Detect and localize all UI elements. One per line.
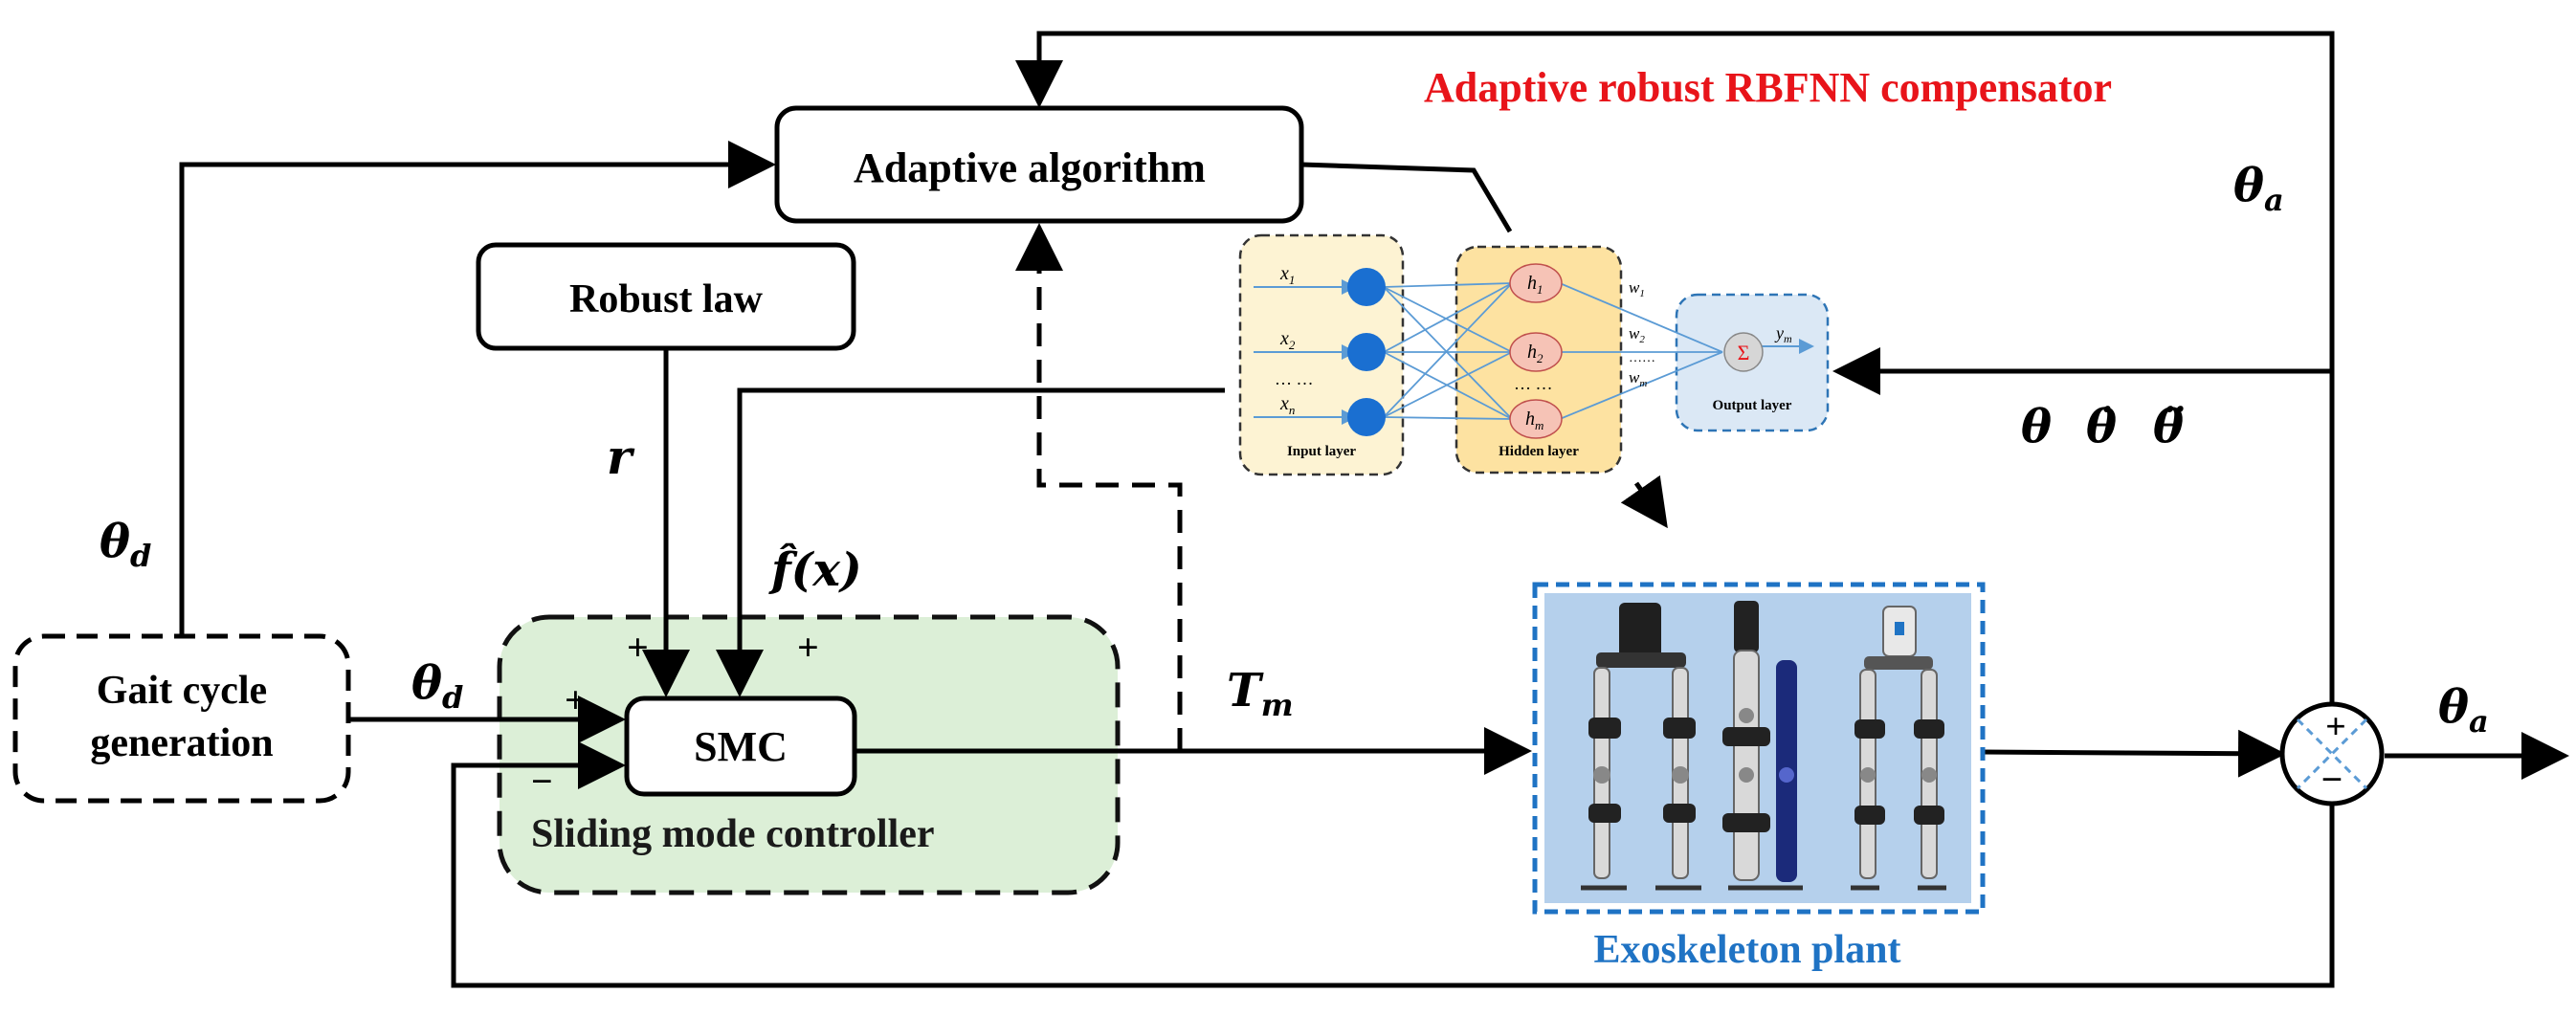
tm-dashed-to-adaptive [1015,223,1183,751]
smc-block [624,696,857,797]
input-layer-caption: Input layer [1287,444,1356,459]
rbf-neural-network: Σ x1 x2 … … xn h1 h2 … … hm w1 w2 …… wm … [1238,233,1830,476]
input-dots: … … [1275,369,1314,388]
exoskeleton-front-view [1581,603,1701,891]
exoskeleton-plant-label: Exoskeleton plant [1594,928,1901,972]
gait-cycle-label-line2: generation [90,721,273,765]
r-label: r [607,429,635,485]
tm-label: Tm [1227,664,1294,723]
hidden-layer-caption: Hidden layer [1499,444,1579,459]
nn-output-to-smc [716,387,1225,697]
weight-dots: …… [1629,351,1655,365]
hidden-label-1: h1 [1527,273,1543,297]
bottom-feedback-to-smc [451,741,2335,988]
gait-cycle-generation-block [12,633,351,804]
hidden-node-m [1509,399,1563,439]
input-label-2: x2 [1279,328,1296,352]
summing-junction [2279,701,2385,806]
input-label-n: xn [1279,393,1295,417]
theta-label: θ [2021,400,2052,453]
output-sum-symbol: Σ [1738,341,1750,364]
f-hat-label: f̂(x) [768,541,862,597]
sliding-mode-controller-label: Sliding mode controller [531,812,935,856]
exoskeleton-plant [1532,582,1986,915]
input-node-2 [1347,333,1386,371]
weight-label-m: wm [1629,368,1647,389]
theta-ddot-label: θ̈ [2153,400,2184,453]
smc-plus-left: + [565,678,587,721]
theta-d-label-mid: θd [411,656,463,716]
weight-label-1: w1 [1629,278,1645,299]
smc-plus-top-1: + [627,626,649,669]
robust-law-label: Robust law [569,277,764,321]
hidden-label-m: hm [1525,409,1543,432]
theta-a-label-output: θa [2438,680,2489,740]
output-label-y: ym [1774,323,1792,345]
hidden-node-1 [1509,263,1563,303]
exoskeleton-side-view [1722,601,1803,891]
smc-plus-top-2: + [797,626,819,669]
hidden-dots: … … [1514,374,1553,393]
adaptive-algorithm-label: Adaptive algorithm [854,144,1206,191]
plant-to-sum [1980,729,2286,778]
theta-a-label-top: θa [2233,159,2284,218]
sum-plus-sign: + [2325,707,2346,747]
theta-dot-label: θ̇ [2086,400,2117,453]
theta-d-to-adaptive [179,141,776,636]
hidden-node-2 [1509,332,1563,372]
hidden-label-2: h2 [1527,342,1543,365]
input-node-n [1347,398,1386,436]
input-node-1 [1347,268,1386,306]
exoskeleton-back-view [1851,606,1946,891]
weight-label-2: w2 [1629,324,1645,345]
output-layer-caption: Output layer [1713,398,1792,413]
sum-minus-sign: − [2321,758,2343,801]
input-label-1: x1 [1279,263,1295,287]
smc-label: SMC [694,723,788,770]
adaptive-to-hidden-layer [1300,162,1513,233]
compensator-title: Adaptive robust RBFNN compensator [1424,64,2112,111]
nn-to-plant-arrow [1620,475,1668,529]
theta-a-feedback-to-adaptive [1015,31,2335,742]
output-sum-node [1723,332,1764,372]
gait-cycle-label-line1: Gait cycle [97,669,267,713]
smc-minus-left: − [531,760,553,803]
theta-d-label-left: θd [100,515,151,574]
